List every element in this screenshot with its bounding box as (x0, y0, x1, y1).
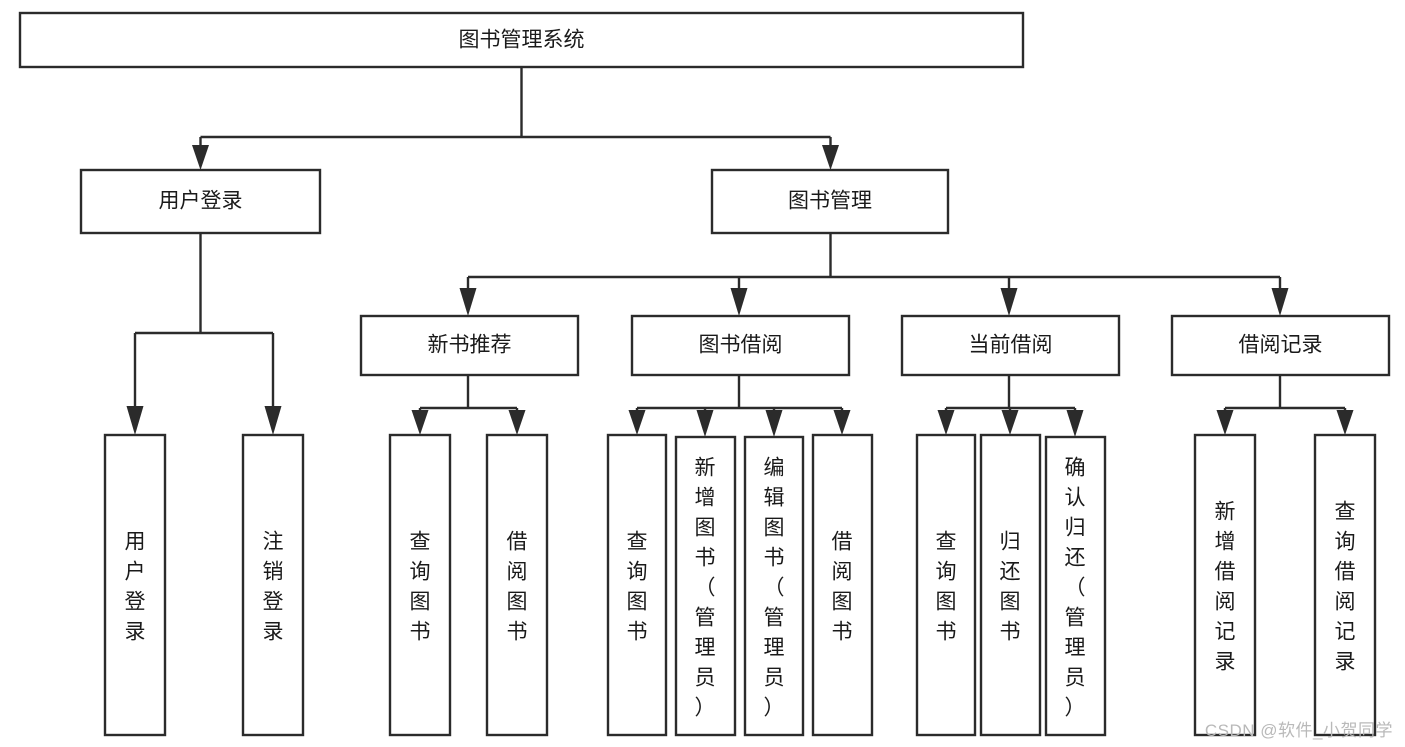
connector-group-new-book-rec (411, 375, 526, 435)
node-current-borrow[interactable]: 当前借阅 (900, 314, 1121, 377)
node-leaf-borrow-book-2[interactable]: 借阅图书 (811, 433, 874, 737)
node-leaf-add-book-label: 新增图书（管理员） (695, 456, 716, 719)
node-book-borrow[interactable]: 图书借阅 (630, 314, 851, 377)
node-leaf-add-record[interactable]: 新增借阅记录 (1193, 433, 1257, 737)
node-leaf-return-book[interactable]: 归还图书 (979, 433, 1042, 737)
arrow-head-borrow-record (1271, 288, 1289, 316)
node-leaf-query-book-3-box[interactable] (915, 433, 977, 737)
node-borrow-record-label: 借阅记录 (1239, 334, 1323, 357)
arrow-head-leaf-add-book (696, 410, 714, 437)
node-leaf-query-book-2-box[interactable] (606, 433, 668, 737)
node-leaf-return-book-label: 归还图书 (1000, 530, 1021, 643)
node-leaf-edit-book[interactable]: 编辑图书（管理员） (743, 435, 805, 737)
node-leaf-confirm-return[interactable]: 确认归还（管理员） (1044, 435, 1107, 737)
node-current-borrow-box[interactable] (900, 314, 1121, 377)
arrow-head-book-manage (822, 145, 839, 170)
node-leaf-query-book-1[interactable]: 查询图书 (388, 433, 452, 737)
node-root[interactable]: 图书管理系统 (18, 11, 1025, 69)
node-book-borrow-label: 图书借阅 (699, 334, 783, 357)
node-root-label: 图书管理系统 (459, 29, 585, 52)
node-book-manage[interactable]: 图书管理 (710, 168, 950, 235)
node-borrow-record[interactable]: 借阅记录 (1170, 314, 1391, 377)
node-leaf-borrow-book-2-box[interactable] (811, 433, 874, 737)
arrow-head-leaf-logout (264, 406, 282, 435)
node-leaf-user-login[interactable]: 用户登录 (103, 433, 167, 737)
arrow-head-leaf-query-book-1 (411, 410, 429, 435)
node-leaf-borrow-book-2-label: 借阅图书 (832, 530, 853, 643)
node-user-login-label: 用户登录 (159, 190, 243, 213)
node-user-login[interactable]: 用户登录 (79, 168, 322, 235)
node-leaf-logout-label: 注销登录 (263, 530, 284, 643)
node-leaf-query-book-1-label: 查询图书 (410, 530, 431, 643)
node-root-box[interactable] (18, 11, 1025, 69)
connector-group-book-borrow (628, 375, 851, 437)
connector-group-book-manage (459, 233, 1289, 316)
node-leaf-confirm-return-box[interactable] (1044, 435, 1107, 737)
node-user-login-box[interactable] (79, 168, 322, 235)
node-new-book-rec[interactable]: 新书推荐 (359, 314, 580, 377)
arrow-head-leaf-edit-book (765, 410, 783, 437)
node-leaf-add-record-box[interactable] (1193, 433, 1257, 737)
node-new-book-rec-label: 新书推荐 (428, 334, 512, 357)
arrow-head-current-borrow (1000, 288, 1018, 316)
node-borrow-record-box[interactable] (1170, 314, 1391, 377)
arrow-head-new-book-rec (459, 288, 477, 316)
connector-group-root (192, 67, 839, 170)
node-book-manage-box[interactable] (710, 168, 950, 235)
node-new-book-rec-box[interactable] (359, 314, 580, 377)
arrow-head-leaf-add-record (1216, 410, 1234, 435)
node-leaf-add-record-label: 新增借阅记录 (1215, 500, 1236, 673)
node-book-borrow-box[interactable] (630, 314, 851, 377)
node-leaf-add-book-box[interactable] (674, 435, 737, 737)
node-leaf-query-book-2-label: 查询图书 (627, 530, 648, 643)
node-leaf-edit-book-box[interactable] (743, 435, 805, 737)
node-leaf-query-book-3[interactable]: 查询图书 (915, 433, 977, 737)
node-leaf-add-book[interactable]: 新增图书（管理员） (674, 435, 737, 737)
arrow-head-leaf-borrow-book-2 (833, 410, 851, 435)
arrow-head-leaf-return-book (1001, 410, 1019, 435)
node-leaf-user-login-box[interactable] (103, 433, 167, 737)
node-leaf-query-record-box[interactable] (1313, 433, 1377, 737)
node-leaf-query-book-3-label: 查询图书 (936, 530, 957, 643)
node-leaf-edit-book-label: 编辑图书（管理员） (764, 456, 785, 719)
connector-group-borrow-record (1216, 375, 1354, 435)
node-leaf-borrow-book-1-label: 借阅图书 (507, 530, 528, 643)
node-leaf-query-book-1-box[interactable] (388, 433, 452, 737)
arrow-head-leaf-query-record (1336, 410, 1354, 435)
arrow-head-book-borrow (730, 288, 748, 316)
node-leaf-query-record[interactable]: 查询借阅记录 (1313, 433, 1377, 737)
node-book-manage-label: 图书管理 (788, 190, 872, 213)
arrow-head-leaf-borrow-book-1 (508, 410, 526, 435)
arrow-head-leaf-confirm-return (1066, 410, 1084, 437)
connector-group-current-borrow (937, 375, 1084, 437)
arrow-head-leaf-query-book-2 (628, 410, 646, 435)
arrow-head-leaf-query-book-3 (937, 410, 955, 435)
node-leaf-return-book-box[interactable] (979, 433, 1042, 737)
node-leaf-logout-box[interactable] (241, 433, 305, 737)
node-leaf-user-login-label: 用户登录 (125, 530, 146, 643)
arrow-head-leaf-user-login (126, 406, 144, 435)
node-leaf-query-book-2[interactable]: 查询图书 (606, 433, 668, 737)
node-current-borrow-label: 当前借阅 (969, 334, 1053, 357)
arrow-head-user-login (192, 145, 209, 170)
connector-group-user-login (126, 233, 282, 435)
node-leaf-borrow-book-1[interactable]: 借阅图书 (485, 433, 549, 737)
node-leaf-query-record-label: 查询借阅记录 (1335, 500, 1356, 673)
node-leaf-confirm-return-label: 确认归还（管理员） (1065, 456, 1086, 719)
node-leaf-borrow-book-1-box[interactable] (485, 433, 549, 737)
node-leaf-logout[interactable]: 注销登录 (241, 433, 305, 737)
